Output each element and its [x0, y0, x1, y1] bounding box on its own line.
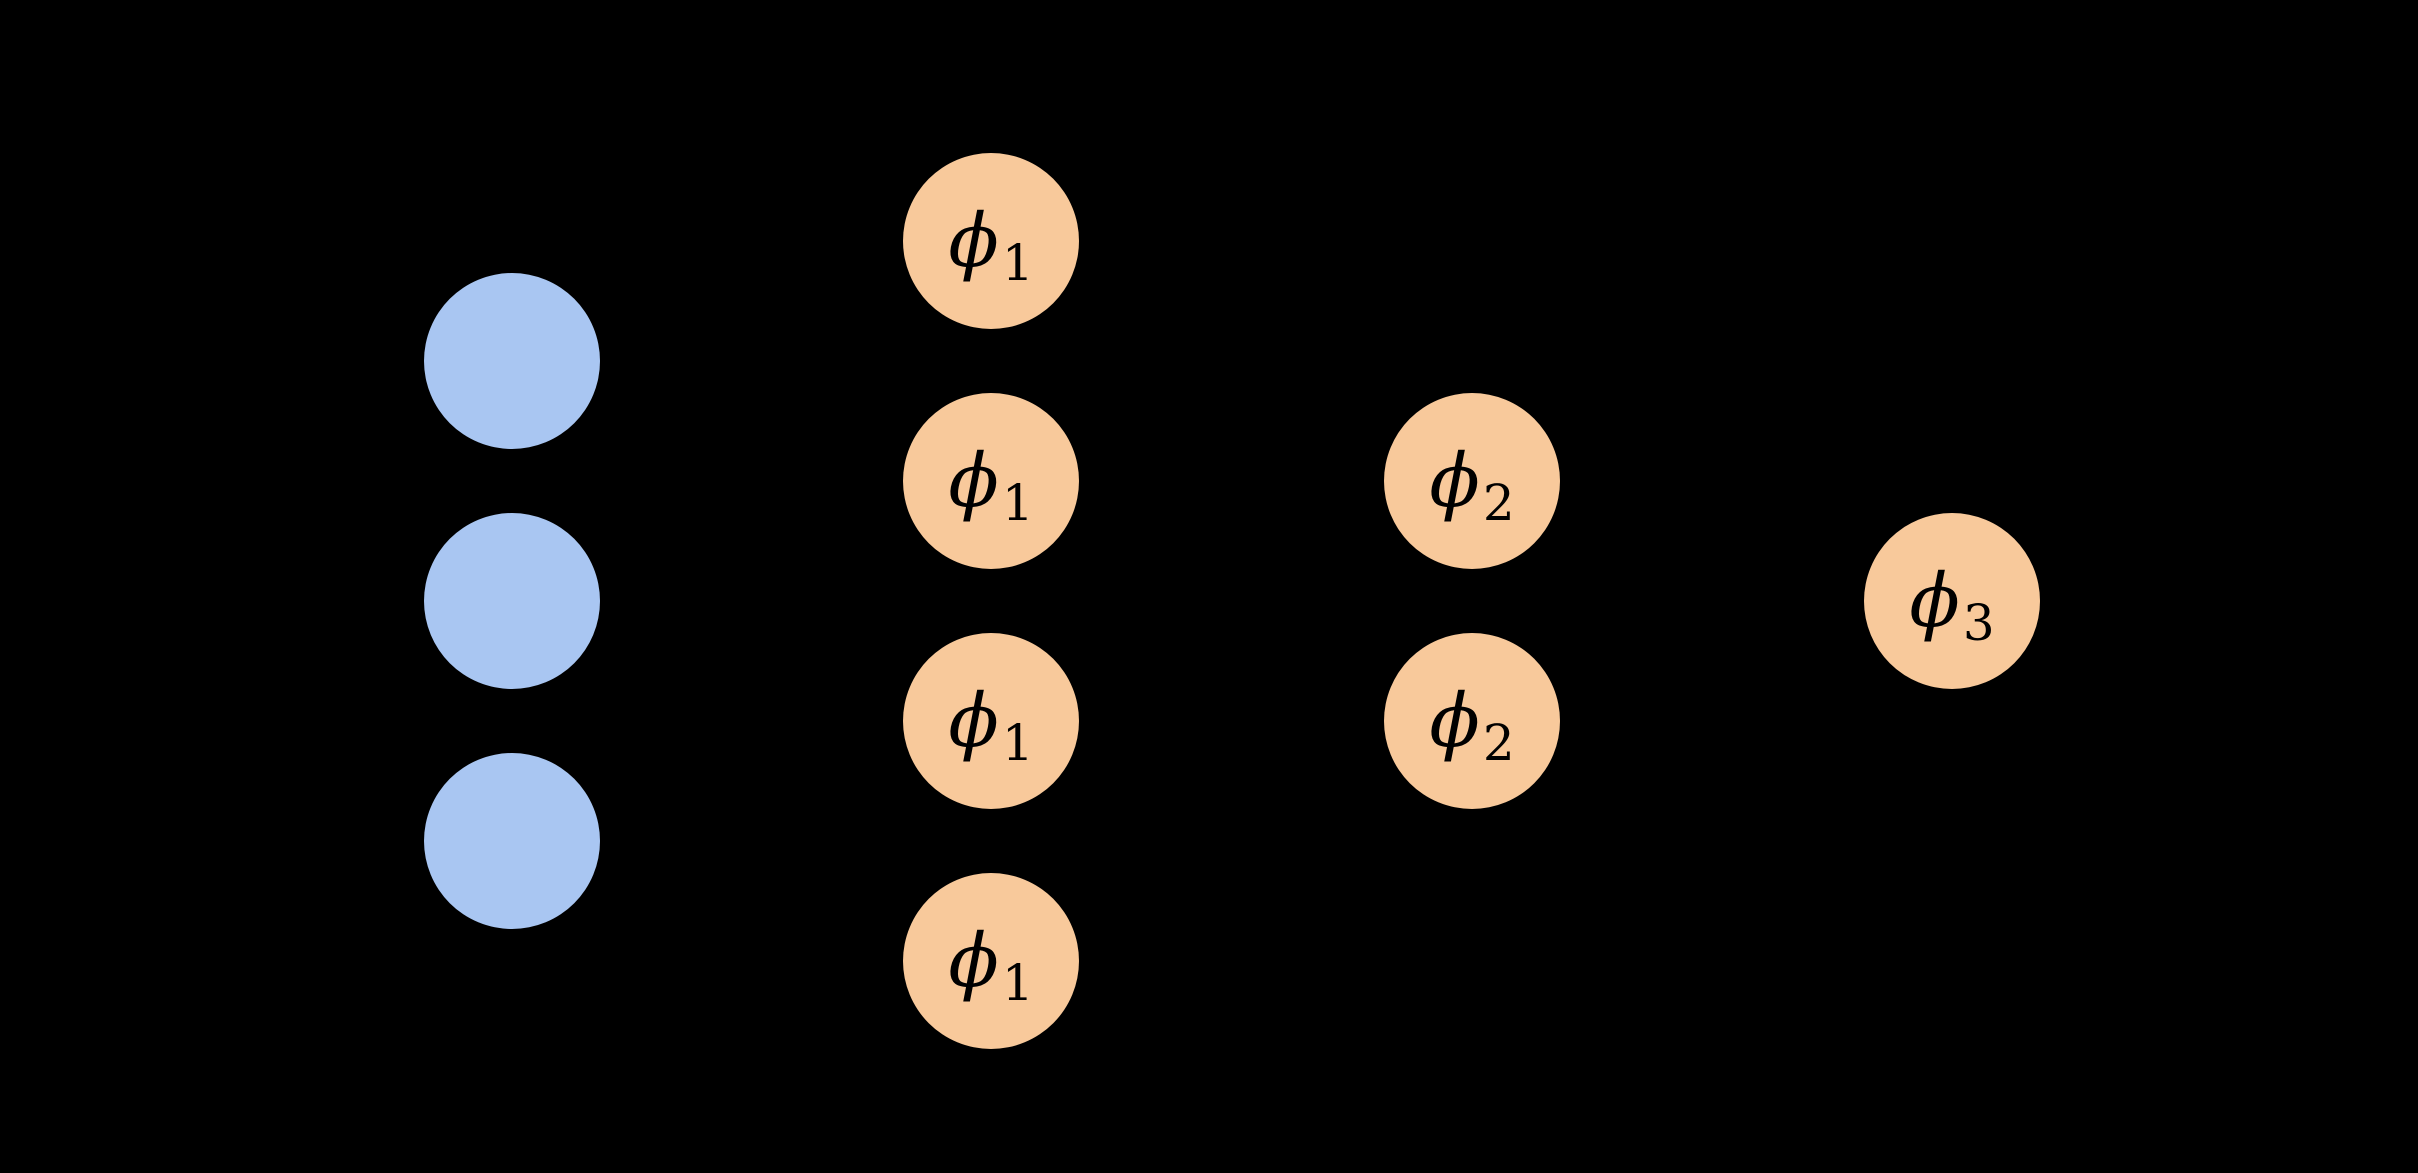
node-label-symbol: ϕ — [1429, 438, 1480, 524]
node-label-subscript: 1 — [1001, 234, 1034, 292]
node-label-symbol: ϕ — [1429, 678, 1480, 764]
input-node — [424, 273, 600, 449]
input-node — [424, 753, 600, 929]
node-label-symbol: ϕ — [1909, 558, 1960, 644]
node-label-subscript: 3 — [1962, 594, 1995, 652]
node-label-subscript: 1 — [1001, 954, 1034, 1012]
node-label-symbol: ϕ — [948, 678, 999, 764]
node-label-subscript: 1 — [1001, 714, 1034, 772]
node-label-symbol: ϕ — [948, 438, 999, 524]
node-label-symbol: ϕ — [948, 198, 999, 284]
input-node — [424, 513, 600, 689]
node-label-subscript: 2 — [1482, 474, 1515, 532]
node-label-subscript: 2 — [1482, 714, 1515, 772]
node-label-symbol: ϕ — [948, 918, 999, 1004]
node-label-subscript: 1 — [1001, 474, 1034, 532]
